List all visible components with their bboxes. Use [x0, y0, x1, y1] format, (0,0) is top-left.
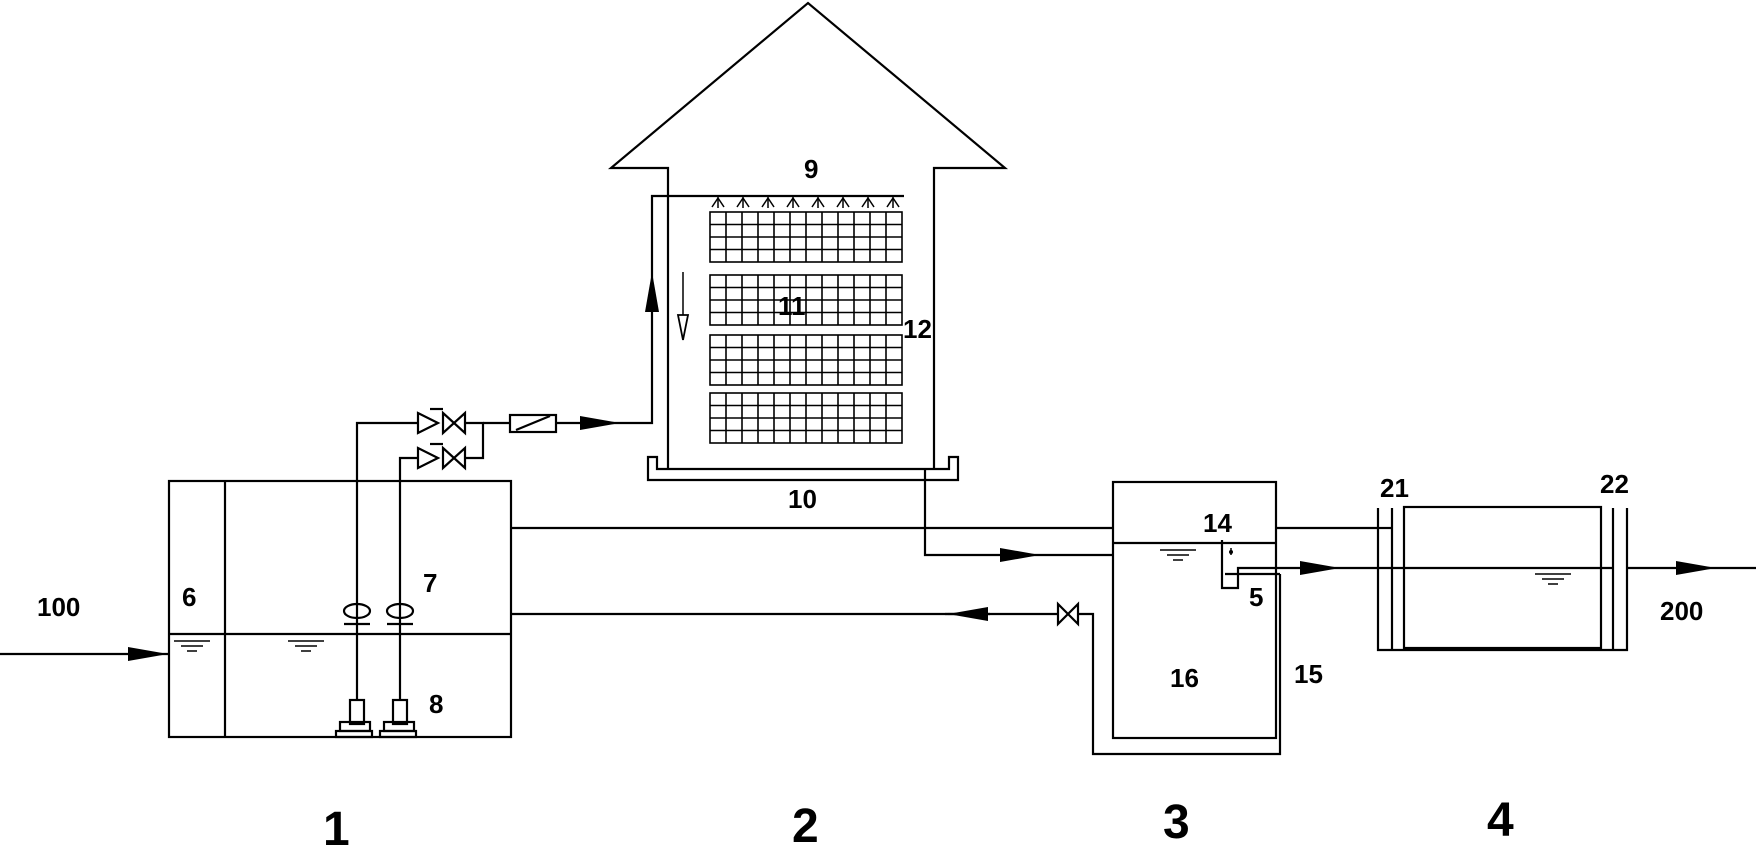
spray-nozzle — [736, 196, 750, 208]
spray-nozzle — [711, 196, 725, 208]
inline-flowmeter — [508, 413, 558, 434]
label-11: 11 — [778, 291, 806, 321]
label-12: 12 — [903, 314, 932, 344]
flowmeter — [342, 602, 372, 620]
spray-nozzle — [886, 196, 900, 208]
label-10: 10 — [788, 484, 817, 514]
check-valve — [416, 442, 443, 470]
pump — [378, 698, 418, 739]
label-outflow: 200 — [1660, 596, 1703, 626]
media-block — [709, 211, 903, 263]
spray-nozzles — [711, 196, 900, 208]
unit-label-3: 3 — [1163, 796, 1190, 849]
label-21: 21 — [1380, 473, 1409, 503]
label-7: 7 — [423, 568, 437, 598]
outlet-weir — [1220, 540, 1250, 590]
trough-outlet-pipe — [923, 469, 1000, 557]
spray-nozzle — [786, 196, 800, 208]
filter-media — [709, 211, 903, 444]
label-8: 8 — [429, 689, 443, 719]
unit-label-1: 1 — [323, 803, 350, 851]
riser-pipe — [355, 421, 418, 700]
media-block — [709, 392, 903, 444]
water-level-symbol — [174, 640, 210, 652]
pump — [334, 698, 374, 739]
water-level-symbol — [288, 640, 324, 652]
flowmeter — [385, 602, 415, 620]
spray-nozzle — [811, 196, 825, 208]
return-valve — [1056, 601, 1080, 627]
media-block — [709, 334, 903, 386]
gate-valve — [441, 445, 467, 471]
submersible-pumps — [334, 698, 418, 739]
label-5: 5 — [1249, 582, 1263, 612]
unit-label-2: 2 — [792, 800, 819, 851]
collection-trough — [646, 455, 960, 482]
label-14: 14 — [1203, 508, 1232, 538]
label-9: 9 — [804, 154, 818, 184]
label-16: 16 — [1170, 663, 1199, 693]
final-tank — [1376, 505, 1629, 652]
unit-label-4: 4 — [1487, 794, 1514, 847]
regulating-tank — [167, 479, 513, 739]
media-block — [709, 274, 903, 326]
water-level-symbol — [1535, 573, 1571, 585]
riser-pipe — [398, 456, 418, 700]
label-15: 15 — [1294, 659, 1323, 689]
spray-nozzle — [836, 196, 850, 208]
filter-tower — [607, 1, 1009, 482]
spray-nozzle — [861, 196, 875, 208]
gate-valve — [441, 410, 467, 436]
label-inflow: 100 — [37, 592, 80, 622]
label-22: 22 — [1600, 469, 1629, 499]
spray-nozzle — [761, 196, 775, 208]
sedimentation-tank — [1111, 480, 1278, 740]
label-6: 6 — [182, 582, 196, 612]
check-valve — [416, 407, 443, 435]
water-level-symbol — [1160, 549, 1196, 561]
